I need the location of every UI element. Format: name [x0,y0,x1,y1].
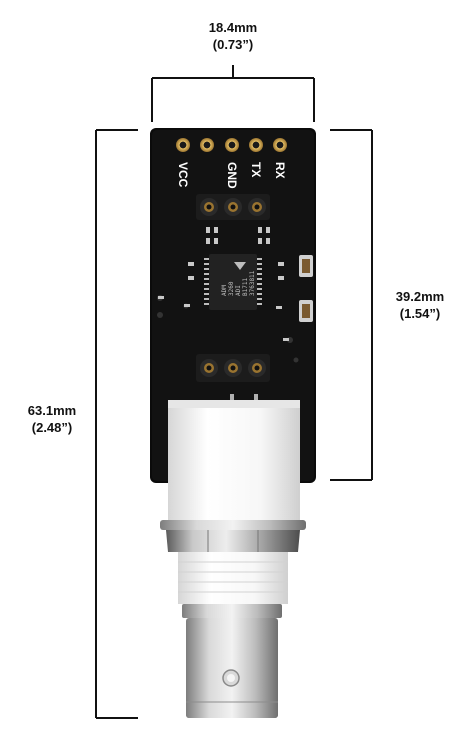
header-pads [176,138,287,152]
width-dimension-label: 18.4mm (0.73”) [183,19,283,53]
pin-label-gnd: GND [225,162,239,189]
width-dimension-bracket [151,65,315,122]
pin-label-vcc: VCC [176,162,190,188]
board-height-dimension-label: 39.2mm (1.54”) [380,288,460,322]
smd-components [158,227,289,341]
total-height-imperial: (2.48”) [31,420,73,435]
total-height-metric: 63.1mm [27,403,77,418]
analog-devices-logo-icon [234,262,246,270]
chip-marking-line-5: 3763811 [249,270,256,296]
capacitors [299,255,313,322]
pin-labels: VCC GND TX RX [176,162,287,189]
chip-marking-line-1: ADM [221,285,228,296]
board-height-metric: 39.2mm [395,289,445,304]
bnc-connector [160,394,306,718]
lower-header-socket [196,354,270,382]
upper-header-socket [196,194,270,220]
chip-marking-line-4: B1711 [242,278,249,296]
width-metric: 18.4mm [208,20,258,35]
ic-chip: ADM 3260 ADI B1711 3763811 [204,254,262,310]
pin-label-tx: TX [249,162,263,177]
board-height-dimension-bracket [330,129,373,481]
total-height-dimension-bracket [95,129,138,719]
board-height-imperial: (1.54”) [399,306,441,321]
pin-label-rx: RX [273,162,287,179]
chip-marking-line-2: 3260 [228,281,235,296]
chip-marking-line-3: ADI [235,285,242,296]
total-height-dimension-label: 63.1mm (2.48”) [12,402,92,436]
width-imperial: (0.73”) [212,37,254,52]
